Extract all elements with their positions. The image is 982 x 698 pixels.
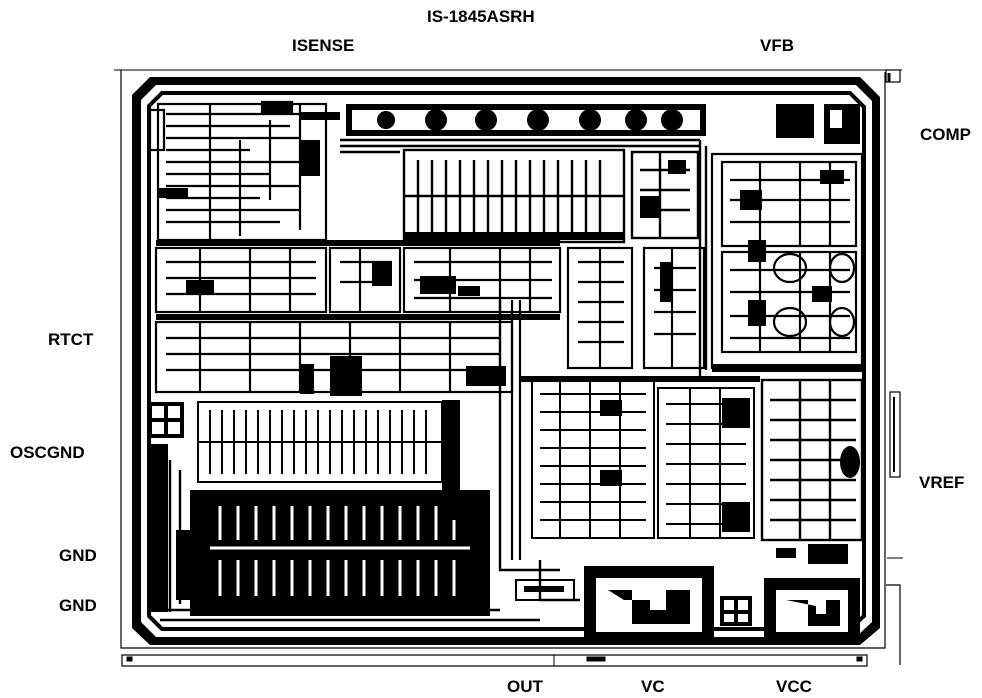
pin-label-gnd-2: GND bbox=[59, 596, 97, 615]
center-bottom-block bbox=[531, 377, 755, 539]
top-pad-row bbox=[346, 104, 860, 144]
pin-label-vref: VREF bbox=[919, 473, 965, 492]
bottom-power-pads bbox=[515, 566, 860, 644]
chip-title: IS-1845ASRH bbox=[427, 7, 535, 26]
right-analog-block bbox=[710, 152, 864, 370]
middle-row-blocks bbox=[154, 246, 706, 370]
vref-block bbox=[760, 378, 864, 542]
pin-label-vc: VC bbox=[641, 677, 665, 696]
vref-rail bbox=[889, 391, 901, 478]
pin-label-oscgnd: OSCGND bbox=[10, 443, 85, 462]
die-outline bbox=[120, 70, 886, 649]
pin-label-gnd-1: GND bbox=[59, 546, 97, 565]
top-left-block bbox=[148, 100, 328, 242]
pin-label-vfb: VFB bbox=[760, 36, 794, 55]
pin-label-out: OUT bbox=[507, 677, 543, 696]
bond-pad-top-right bbox=[885, 69, 901, 83]
pin-label-vcc: VCC bbox=[776, 677, 812, 696]
output-transistor-array bbox=[176, 490, 490, 616]
driver-comb bbox=[197, 401, 443, 483]
pin-label-rtct: RTCT bbox=[48, 330, 94, 349]
top-center-array bbox=[340, 138, 700, 244]
bottom-rail bbox=[121, 654, 868, 667]
pin-label-comp: COMP bbox=[920, 125, 971, 144]
pin-label-isense: ISENSE bbox=[292, 36, 355, 55]
bus-lines bbox=[160, 140, 708, 622]
